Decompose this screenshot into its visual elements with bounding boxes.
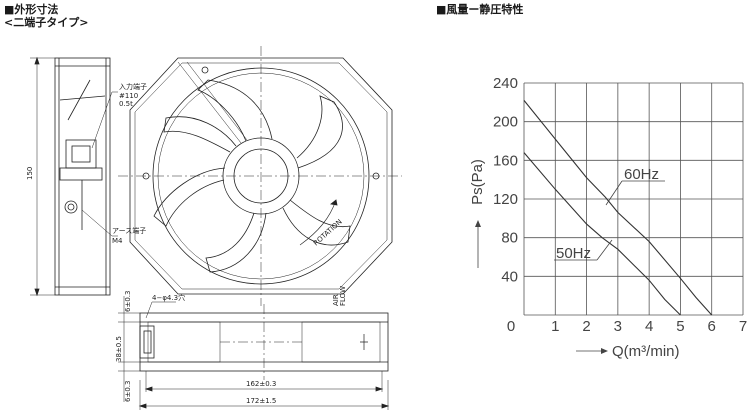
series-line-0 bbox=[523, 100, 713, 316]
earth-label: アース端子 bbox=[112, 226, 146, 235]
series-label-60hz: 60Hz bbox=[624, 166, 659, 183]
bottom-view bbox=[118, 296, 390, 410]
x-tick-label: 6 bbox=[708, 318, 716, 335]
terminal-spec-1: #110 bbox=[119, 92, 138, 100]
y-tick-label: 160 bbox=[493, 152, 518, 169]
y-tick-label: 80 bbox=[501, 230, 518, 247]
dim-depth: 38±0.5 bbox=[115, 336, 123, 362]
y-axis-arrowhead bbox=[475, 220, 481, 227]
chart-labels: 60Hz 50Hz Ps(Pa) Q(m³/min) bbox=[469, 159, 680, 360]
chart-ticks: 0 1 2 3 4 5 6 7 40 80 120 160 200 240 bbox=[493, 75, 747, 335]
chart-grid bbox=[523, 82, 744, 316]
terminal-label: 入力端子 bbox=[119, 82, 147, 91]
x-tick-label: 0 bbox=[507, 318, 515, 335]
front-view bbox=[118, 46, 402, 306]
series-label-60hz-leader bbox=[605, 180, 623, 206]
chart-title: ■風量ー静圧特性 bbox=[436, 3, 524, 16]
y-tick-label: 120 bbox=[493, 191, 518, 208]
earth-size: M4 bbox=[112, 237, 123, 245]
y-tick-label: 240 bbox=[493, 75, 518, 92]
series-line-1 bbox=[523, 152, 681, 316]
x-axis-label: Q(m³/min) bbox=[612, 343, 680, 360]
x-tick-label: 1 bbox=[551, 318, 559, 335]
x-tick-label: 2 bbox=[582, 318, 590, 335]
series-label-50hz-leader bbox=[596, 239, 613, 261]
x-tick-label: 3 bbox=[614, 318, 622, 335]
x-tick-label: 5 bbox=[676, 318, 684, 335]
dim-top-offset: 6±0.3 bbox=[124, 291, 132, 312]
flow-label-1: AIR bbox=[332, 294, 340, 306]
dim-width: 172±1.5 bbox=[246, 397, 276, 405]
terminal-spec-2: 0.5t bbox=[119, 100, 133, 108]
y-tick-label: 40 bbox=[501, 268, 518, 285]
side-view bbox=[30, 56, 118, 297]
x-tick-label: 7 bbox=[739, 318, 747, 335]
x-tick-label: 4 bbox=[645, 318, 653, 335]
hole-label: 4−φ4.3穴 bbox=[152, 293, 185, 302]
series-label-50hz: 50Hz bbox=[556, 245, 591, 262]
outline-subtitle: <二端子タイプ> bbox=[4, 16, 89, 29]
dim-pitch: 162±0.3 bbox=[246, 380, 276, 388]
flow-label-2: FLOW bbox=[339, 286, 347, 306]
dim-height: 150 bbox=[26, 167, 34, 180]
chart-lines bbox=[523, 100, 713, 316]
outline-title: ■外形寸法 bbox=[4, 3, 59, 16]
y-axis-label: Ps(Pa) bbox=[469, 159, 486, 205]
x-axis-arrowhead bbox=[601, 348, 608, 354]
dim-bottom-offset: 6±0.3 bbox=[124, 381, 132, 402]
y-tick-label: 200 bbox=[493, 114, 518, 131]
